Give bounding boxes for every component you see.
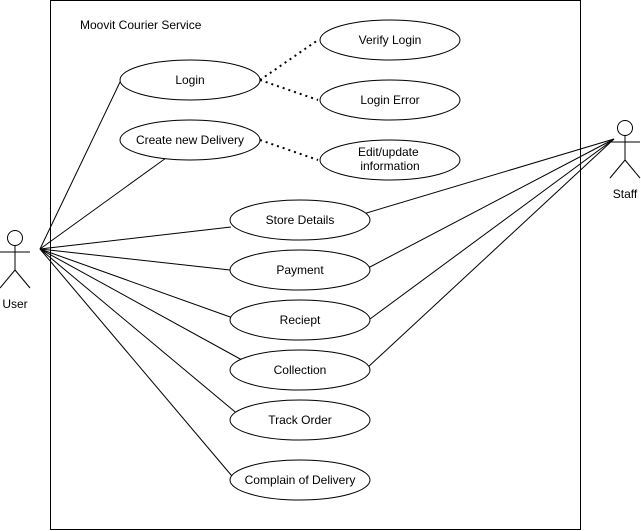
actor-user-label: User	[2, 297, 27, 311]
use-case-login-label: Login	[175, 73, 204, 87]
assoc-staff-collection	[366, 138, 615, 369]
actor-user-left-leg	[0, 269, 16, 289]
use-case-verify-login-label: Verify Login	[359, 33, 422, 47]
use-case-create-delivery[interactable]: Create new Delivery	[119, 119, 261, 161]
use-case-login[interactable]: Login	[119, 59, 261, 101]
use-case-reciept-label: Reciept	[280, 313, 321, 327]
use-case-store-details-shape	[229, 199, 371, 241]
user-associations	[39, 79, 243, 483]
use-case-edit-update-info-line-2: information	[360, 159, 419, 173]
use-case-edit-update-info-line-1: Edit/update	[358, 145, 419, 159]
use-case-edit-update-info-shape	[319, 139, 461, 181]
dotted-create-edit	[259, 139, 319, 161]
use-case-complain-delivery-label: Complain of Delivery	[245, 473, 356, 487]
use-case-reciept-shape	[229, 299, 371, 341]
use-case-payment-label: Payment	[276, 263, 324, 277]
assoc-user-reciept	[39, 248, 234, 319]
use-case-payment[interactable]: Payment	[229, 249, 371, 291]
assoc-user-track-order	[39, 248, 241, 417]
use-case-create-delivery-label: Create new Delivery	[136, 133, 244, 147]
use-case-verify-login-shape	[319, 19, 461, 61]
assoc-user-payment	[39, 248, 231, 271]
use-case-login-shape	[119, 59, 261, 101]
dotted-relations	[259, 39, 319, 161]
staff-associations	[342, 138, 615, 369]
use-case-store-details[interactable]: Store Details	[229, 199, 371, 241]
dotted-login-error	[259, 79, 319, 101]
actor-staff-label: Staff	[613, 187, 638, 201]
use-case-collection-shape	[229, 349, 371, 391]
use-case-collection[interactable]: Collection	[229, 349, 371, 391]
use-case-track-order-label: Track Order	[268, 413, 332, 427]
system-title: Moovit Courier Service	[80, 18, 202, 32]
actor-user-head-icon	[7, 230, 23, 246]
assoc-user-login	[39, 79, 122, 250]
assoc-staff-store-details	[342, 138, 615, 221]
use-case-reciept[interactable]: Reciept	[229, 299, 371, 341]
assoc-staff-payment	[367, 138, 615, 269]
actor-user-right-leg	[14, 269, 31, 289]
actor-user[interactable]: User	[0, 230, 31, 312]
use-case-verify-login[interactable]: Verify Login	[319, 19, 461, 61]
actor-staff-head-icon	[617, 120, 633, 136]
use-case-track-order[interactable]: Track Order	[229, 399, 371, 441]
use-case-edit-update-info[interactable]: Edit/update information	[319, 139, 461, 181]
assoc-user-store-details	[39, 226, 232, 250]
use-case-store-details-label: Store Details	[266, 213, 335, 227]
use-case-payment-shape	[229, 249, 371, 291]
use-case-login-error-shape	[319, 79, 461, 121]
actor-staff-left-leg	[609, 159, 626, 179]
use-case-collection-label: Collection	[274, 363, 327, 377]
use-case-login-error-label: Login Error	[360, 93, 419, 107]
use-case-edit-update-info-label: Edit/update information	[358, 145, 422, 173]
assoc-user-create-delivery	[39, 157, 167, 250]
assoc-user-complain	[39, 248, 238, 483]
use-case-create-delivery-shape	[119, 119, 261, 161]
assoc-staff-reciept	[369, 138, 615, 320]
actor-staff[interactable]: Staff	[609, 120, 641, 202]
use-case-login-error[interactable]: Login Error	[319, 79, 461, 121]
assoc-user-collection	[39, 248, 243, 361]
use-case-complain-delivery[interactable]: Complain of Delivery	[229, 459, 371, 501]
use-case-complain-delivery-shape	[229, 459, 371, 501]
actor-staff-right-leg	[624, 159, 641, 179]
use-case-track-order-shape	[229, 399, 371, 441]
